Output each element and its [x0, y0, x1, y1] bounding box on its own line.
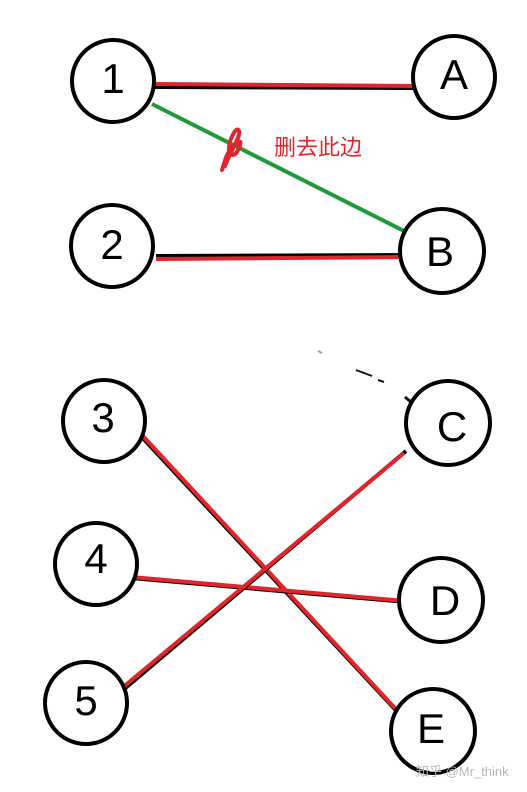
edge-1-A-base: [154, 85, 416, 90]
stray-mark: [317, 350, 323, 354]
node-circle: [411, 34, 497, 120]
node-label: 1: [101, 55, 124, 102]
node-label: 4: [84, 535, 107, 582]
node-2: 2: [69, 203, 155, 289]
node-3: 3: [61, 378, 147, 464]
node-label: D: [430, 577, 460, 624]
node-circle: [61, 378, 147, 464]
delete-edge-annotation: 删去此边: [274, 136, 362, 161]
node-label: 5: [74, 677, 97, 724]
node-5: 5: [43, 660, 129, 746]
node-circle: [70, 38, 156, 124]
watermark: 知乎 @Mr_think: [416, 764, 509, 779]
node-circle: [69, 203, 155, 289]
node-label: E: [417, 705, 445, 752]
node-circle: [397, 556, 485, 644]
stray-mark: [377, 379, 385, 383]
node-label: 3: [91, 394, 114, 441]
edge-5-C: [120, 451, 406, 690]
node-circle: [398, 207, 486, 295]
node-label: C: [437, 403, 467, 450]
edge-2-B-base: [155, 253, 404, 258]
node-1: 1: [70, 38, 156, 124]
node-circle: [404, 379, 492, 467]
node-C: C: [404, 379, 492, 467]
node-circle: [389, 687, 477, 775]
cross-out-mark: [220, 127, 243, 172]
node-A: A: [411, 34, 497, 120]
edge-2-B: [155, 255, 409, 261]
edge-4-D: [130, 575, 406, 603]
removed-edge-1-B: [151, 102, 413, 237]
node-circle: [43, 660, 129, 746]
node-E: E: [389, 687, 477, 775]
stray-mark: [355, 369, 373, 377]
node-label: 2: [100, 221, 123, 268]
node-label: B: [426, 228, 454, 275]
node-circle: [53, 521, 139, 607]
node-B: B: [398, 207, 486, 295]
edge-1-A: [154, 82, 414, 88]
node-4: 4: [53, 521, 139, 607]
node-D: D: [397, 556, 485, 644]
node-label: A: [440, 51, 468, 98]
edge-3-E: [139, 432, 407, 721]
